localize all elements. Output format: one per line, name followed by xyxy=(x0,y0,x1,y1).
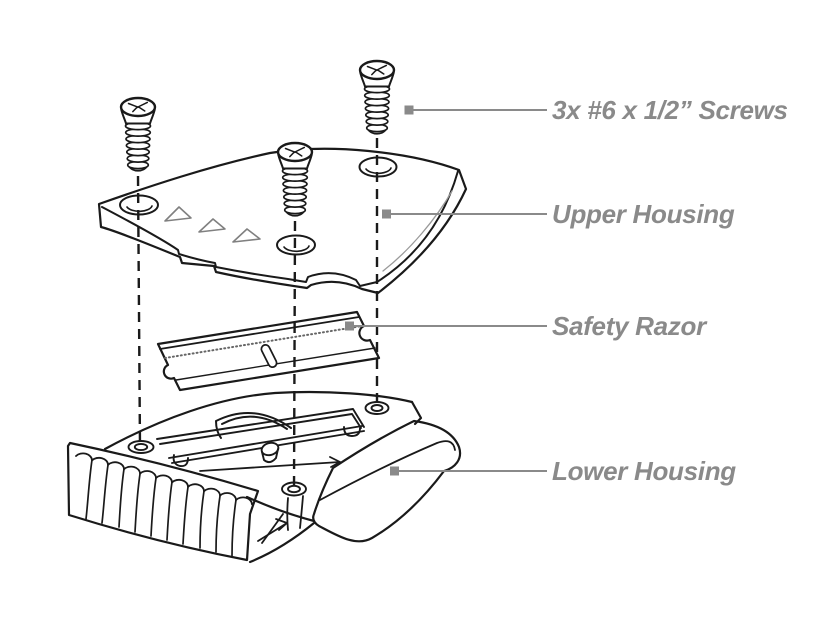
callouts: 3x #6 x 1/2” Screws Upper Housing Safety… xyxy=(345,95,788,486)
blade-spine-line xyxy=(159,316,360,350)
upper-housing-chamfer xyxy=(382,190,453,272)
lower-base-details xyxy=(103,390,423,564)
dashed-axis-1 xyxy=(136,175,142,449)
callout-marker-screws xyxy=(404,105,414,115)
callout-upper-housing: Upper Housing xyxy=(382,199,735,229)
blade-pin xyxy=(260,441,280,464)
base-front-band xyxy=(245,495,316,564)
label-screws: 3x #6 x 1/2” Screws xyxy=(552,95,788,125)
base-right-corner xyxy=(410,400,423,426)
callout-screws: 3x #6 x 1/2” Screws xyxy=(404,95,788,125)
upper-housing-front-edge xyxy=(101,170,459,287)
label-lower-housing: Lower Housing xyxy=(552,456,736,486)
grip-flutes xyxy=(85,459,237,557)
lower-housing xyxy=(66,390,462,564)
callout-safety-razor: Safety Razor xyxy=(345,311,708,341)
pocket-back-wall xyxy=(156,408,365,445)
front-lip-crease xyxy=(319,440,456,501)
callout-marker-lower-housing xyxy=(390,466,399,476)
callout-marker-upper-housing xyxy=(382,209,391,219)
grip xyxy=(66,441,260,562)
blade-slot xyxy=(260,344,278,368)
lower-screw-holes xyxy=(127,401,390,497)
boss-front-edges xyxy=(261,495,304,544)
callout-marker-safety-razor xyxy=(345,321,354,331)
grip-scallops xyxy=(75,452,253,506)
base-top-arc xyxy=(103,390,414,451)
callout-lower-housing: Lower Housing xyxy=(390,456,737,486)
direction-triangles xyxy=(164,206,261,243)
dashed-axis-2 xyxy=(292,220,297,491)
upper-housing xyxy=(97,147,468,295)
screw-1 xyxy=(119,96,157,172)
triangle-mark xyxy=(232,228,261,243)
pocket-notch-tab-left xyxy=(172,454,189,468)
triangle-mark xyxy=(198,218,226,233)
triangle-mark xyxy=(164,206,192,222)
alignment-dashed-lines xyxy=(136,138,379,491)
label-safety-razor: Safety Razor xyxy=(552,311,708,341)
safety-razor-blade xyxy=(156,310,381,392)
band-arrow xyxy=(257,518,288,542)
blade-spine-crimp xyxy=(164,325,363,359)
label-upper-housing: Upper Housing xyxy=(552,199,735,229)
front-lip xyxy=(312,419,462,543)
screw-3 xyxy=(358,59,396,135)
pocket-floor-arrow xyxy=(199,456,341,472)
